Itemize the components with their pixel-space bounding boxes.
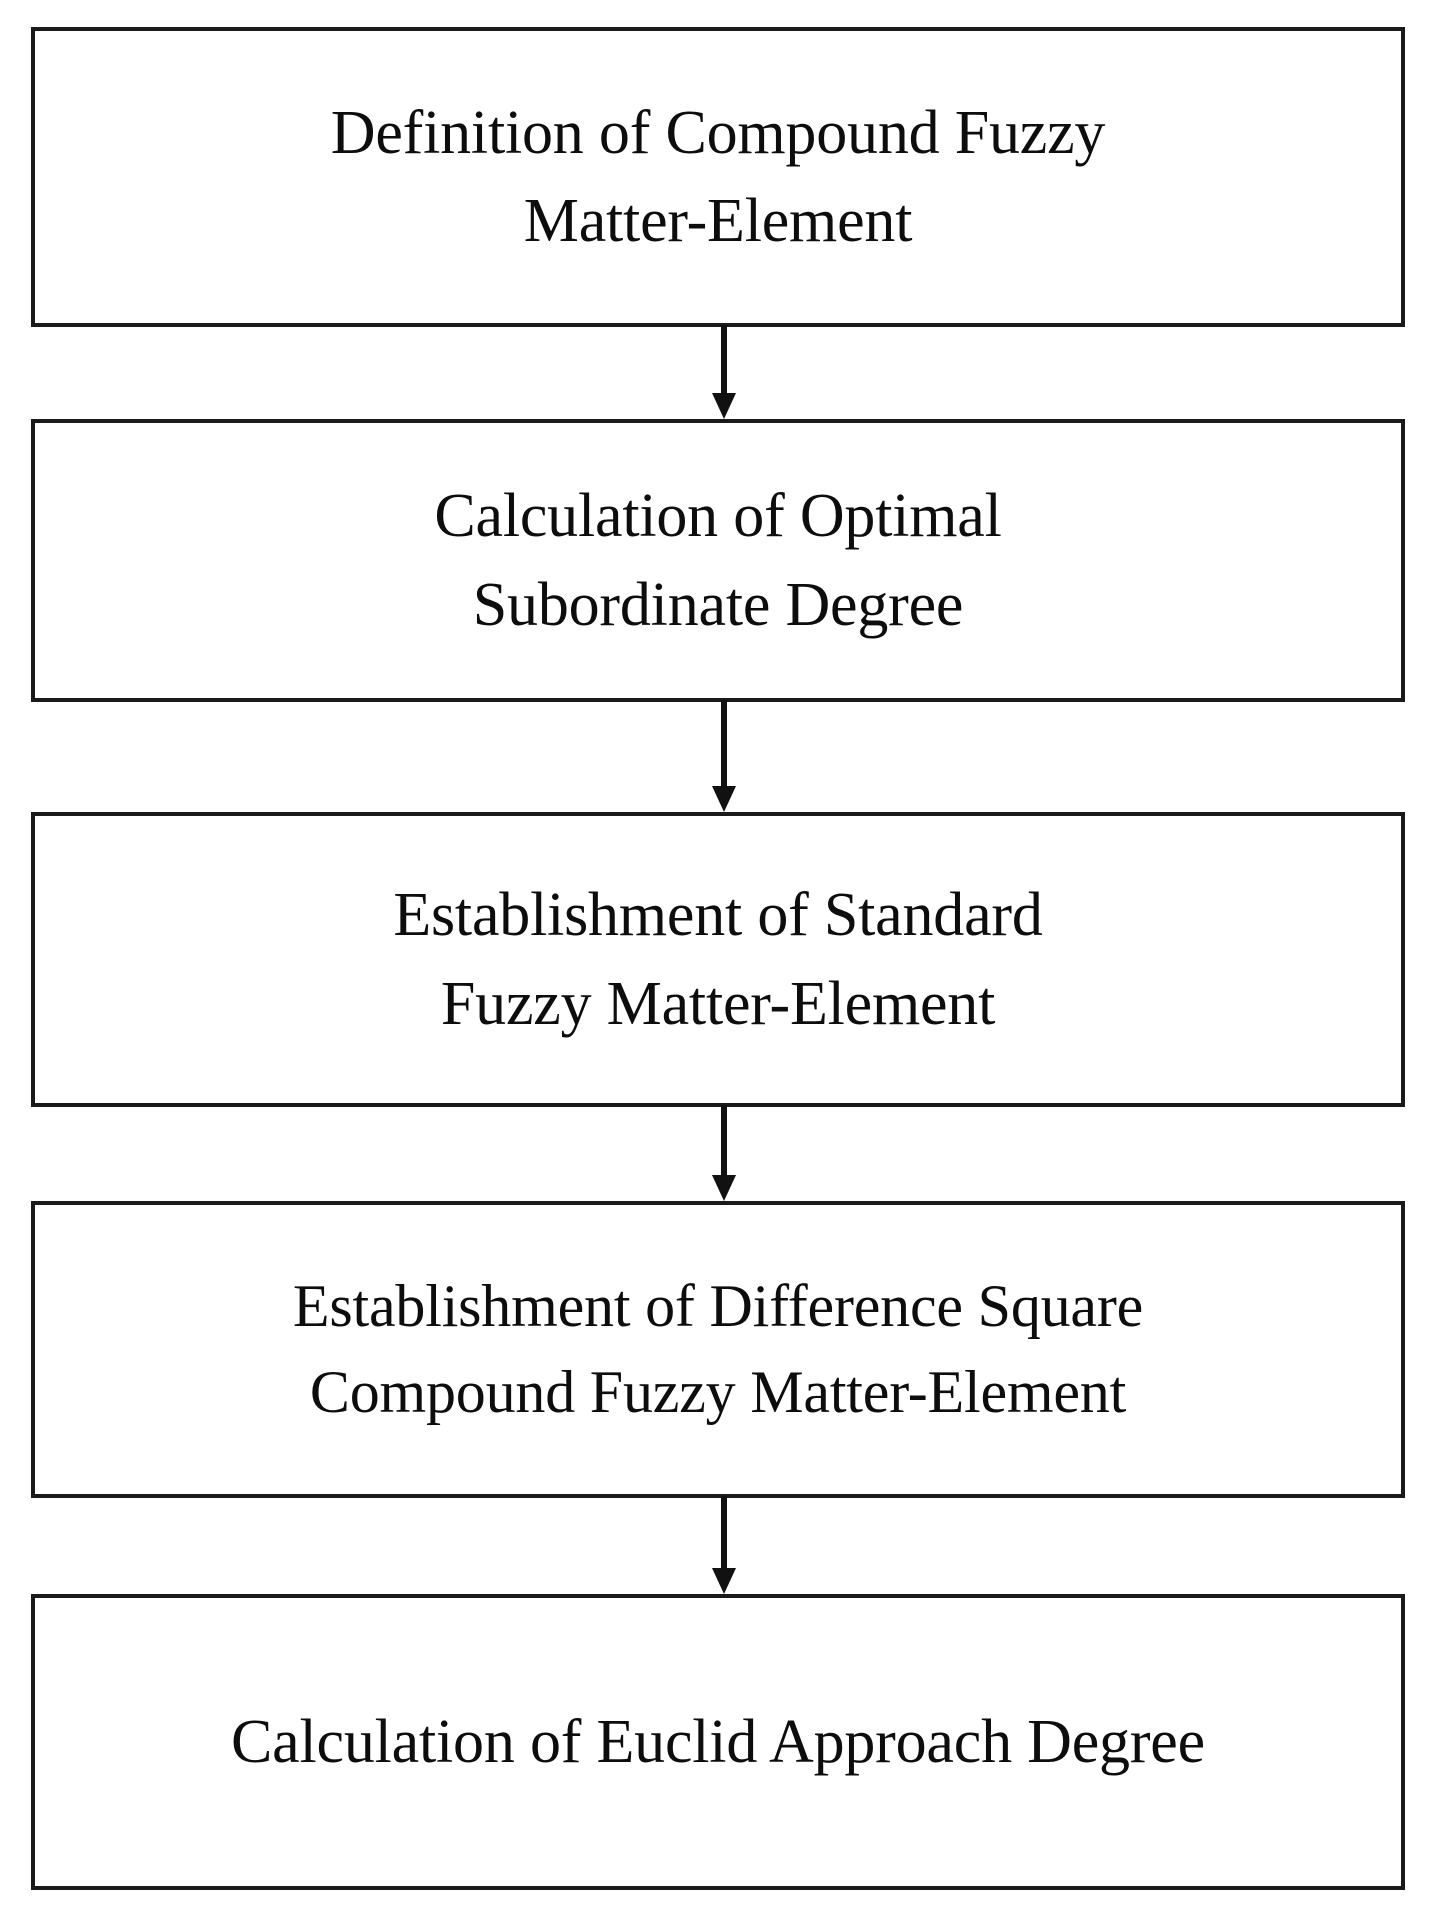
flowchart-node-label: Calculation of Euclid Approach Degree	[231, 1707, 1205, 1776]
arrow-stem	[721, 1496, 727, 1572]
arrow-stem	[721, 325, 727, 397]
flowchart-node-definition-of-compound-fuzzy-matter-element: Definition of Compound Fuzzy Matter-Elem…	[31, 27, 1405, 327]
flowchart-node-label: Definition of Compound Fuzzy Matter-Elem…	[330, 98, 1106, 255]
flowchart-node-calculation-of-euclid-approach-degree: Calculation of Euclid Approach Degree	[31, 1594, 1405, 1890]
arrow-head-down-icon	[712, 786, 736, 812]
flowchart-node-establishment-of-difference-square-compound-fuzzy-matter-element: Establishment of Difference Square Compo…	[31, 1201, 1405, 1498]
flowchart-arrow-node3-to-node4	[712, 1105, 736, 1203]
arrow-head-down-icon	[712, 393, 736, 419]
flowchart-node-calculation-of-optimal-subordinate-degree: Calculation of Optimal Subordinate Degre…	[31, 419, 1405, 702]
arrow-stem	[721, 700, 727, 790]
flowchart-node-label: Calculation of Optimal Subordinate Degre…	[434, 482, 1002, 639]
flowchart-node-label: Establishment of Standard Fuzzy Matter-E…	[393, 881, 1043, 1038]
flowchart-arrow-node1-to-node2	[712, 325, 736, 421]
arrow-stem	[721, 1105, 727, 1179]
arrow-head-down-icon	[712, 1568, 736, 1594]
flowchart-arrow-node4-to-node5	[712, 1496, 736, 1596]
flowchart-arrow-node2-to-node3	[712, 700, 736, 814]
flowchart-node-label: Establishment of Difference Square Compo…	[292, 1273, 1144, 1425]
flowchart-node-establishment-of-standard-fuzzy-matter-element: Establishment of Standard Fuzzy Matter-E…	[31, 812, 1405, 1107]
arrow-head-down-icon	[712, 1175, 736, 1201]
